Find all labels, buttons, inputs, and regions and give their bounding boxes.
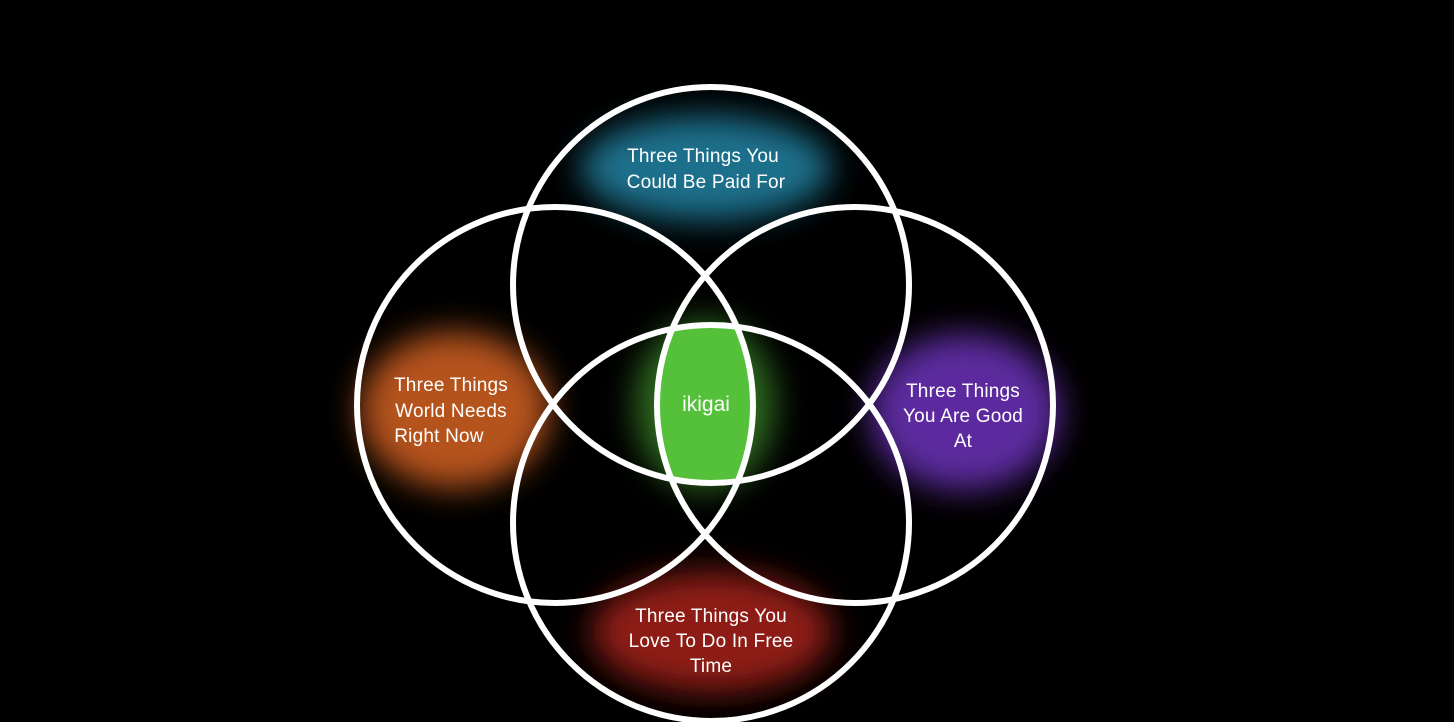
ring-world [354,204,756,606]
glow-good [870,334,1060,490]
label-good: Three Things You Are Good At [903,381,1023,452]
ring-paid [510,84,912,486]
label-love-line-2: Love To Do In Free [629,631,794,652]
label-world: Three Things World Needs Right Now [394,375,508,447]
glow-paid [581,116,831,220]
label-good-line-1: Three Things [906,381,1020,402]
label-love-line-1: Three Things You [635,606,787,627]
label-world-line-1: Three Things [394,375,508,396]
label-good-line-3: At [954,431,973,452]
label-world-line-3: Right Now [394,426,484,447]
glow-love [592,572,832,692]
glow-world [360,332,550,488]
ikigai-label: ikigai [682,393,730,416]
label-paid-line-2: Could Be Paid For [627,172,786,193]
label-paid: Three Things You Could Be Paid For [627,146,786,193]
label-love-line-3: Time [690,656,732,677]
label-love: Three Things You Love To Do In Free Time [629,606,794,677]
rings [354,84,1056,722]
label-good-line-2: You Are Good [903,406,1023,427]
ikigai-center-region [657,325,753,483]
ring-good [654,204,1056,606]
label-paid-line-1: Three Things You [627,146,779,167]
label-world-line-2: World Needs [395,401,507,422]
ring-love [510,322,912,722]
glow-layer [360,116,1060,692]
